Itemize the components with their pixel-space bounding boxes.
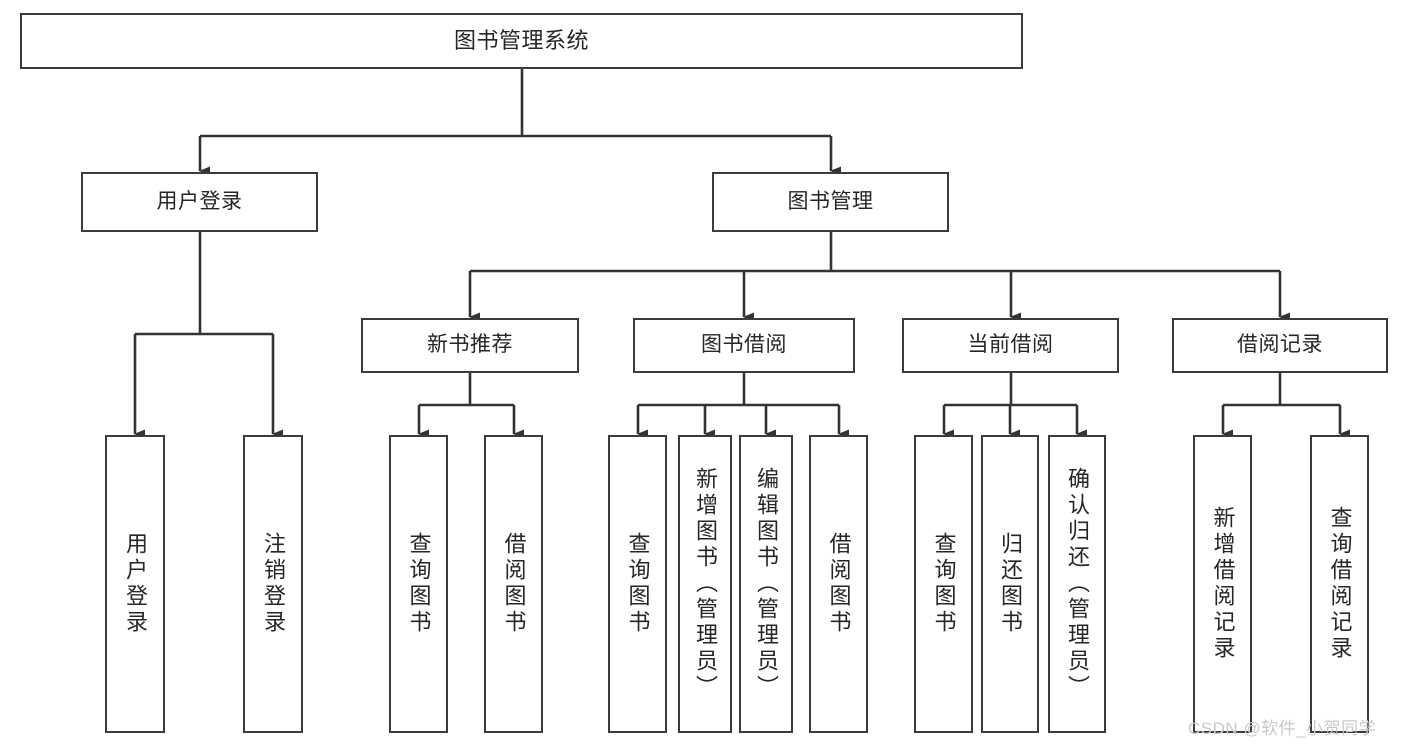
node-leaf-query-book-cur[interactable]: 查询图书 [914,435,973,733]
node-label: 查询图书 [406,532,432,636]
node-leaf-return-book[interactable]: 归还图书 [981,435,1039,733]
node-label: 借阅图书 [826,532,852,636]
node-label: 查询借阅记录 [1327,506,1353,662]
node-borrow-record[interactable]: 借阅记录 [1172,318,1388,373]
node-user-login[interactable]: 用户登录 [81,172,318,232]
node-label: 新增图书（管理员） [693,467,718,701]
node-leaf-query-book-borrow[interactable]: 查询图书 [608,435,667,733]
node-leaf-confirm-return[interactable]: 确认归还（管理员） [1048,435,1106,733]
node-label: 查询图书 [625,532,651,636]
node-book-borrow[interactable]: 图书借阅 [633,318,855,373]
node-leaf-user-login[interactable]: 用户登录 [105,435,165,733]
node-leaf-edit-book[interactable]: 编辑图书（管理员） [739,435,793,733]
node-leaf-add-book[interactable]: 新增图书（管理员） [678,435,732,733]
node-label: 当前借阅 [967,333,1054,357]
node-book-manage[interactable]: 图书管理 [712,172,949,232]
node-label: 借阅记录 [1237,333,1323,357]
node-label: 图书管理 [787,189,874,213]
node-new-book-rec[interactable]: 新书推荐 [361,318,579,373]
node-label: 注销登录 [261,532,286,636]
node-label: 查询图书 [931,532,957,636]
node-label: 新书推荐 [427,333,513,357]
csdn-watermark: CSDN @软件_小贺同学 [1188,719,1377,738]
node-label: 图书管理系统 [453,28,589,54]
node-label: 图书借阅 [701,333,787,357]
tree-connectors [133,69,1350,439]
node-label: 用户登录 [156,189,243,213]
node-label: 新增借阅记录 [1210,506,1236,662]
node-leaf-logout[interactable]: 注销登录 [243,435,303,733]
node-leaf-query-record[interactable]: 查询借阅记录 [1310,435,1369,733]
node-leaf-query-book-rec[interactable]: 查询图书 [389,435,448,733]
node-leaf-borrow-book-rec[interactable]: 借阅图书 [484,435,543,733]
node-label: 确认归还（管理员） [1065,467,1090,701]
node-label: 编辑图书（管理员） [754,467,779,701]
node-leaf-add-record[interactable]: 新增借阅记录 [1193,435,1252,733]
node-label: 归还图书 [998,532,1023,636]
node-current-borrow[interactable]: 当前借阅 [902,318,1119,373]
node-leaf-borrow-book[interactable]: 借阅图书 [809,435,868,733]
node-label: 借阅图书 [501,532,527,636]
node-root[interactable]: 图书管理系统 [20,13,1023,69]
node-label: 用户登录 [123,532,148,636]
